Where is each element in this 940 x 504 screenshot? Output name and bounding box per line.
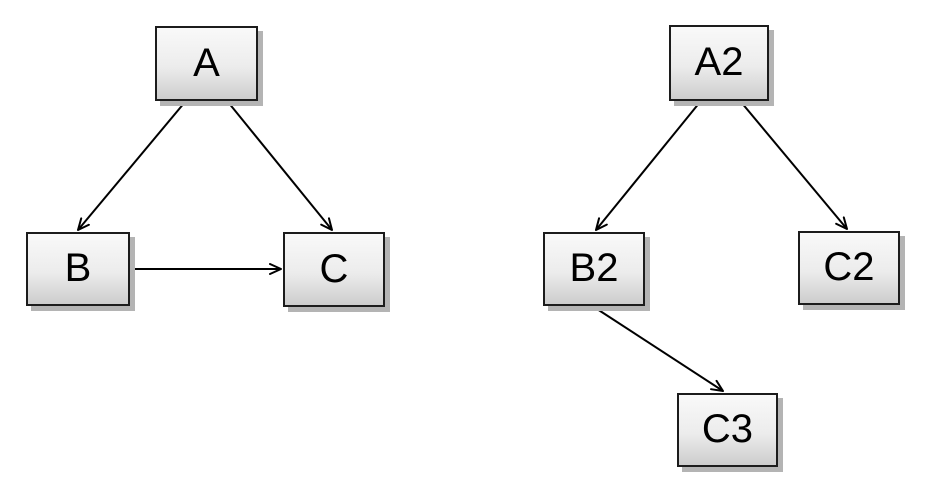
- edges-group: [77, 101, 848, 392]
- node-label: A2: [694, 40, 744, 84]
- node-label: A: [193, 40, 220, 85]
- edge-B2-to-C3[interactable]: [593, 306, 724, 392]
- node-label: C: [319, 246, 349, 291]
- node-A[interactable]: A: [155, 26, 258, 101]
- node-label: C3: [701, 407, 754, 451]
- edge-A-to-C[interactable]: [227, 101, 333, 231]
- node-C[interactable]: C: [283, 232, 385, 307]
- node-label: B: [64, 246, 92, 290]
- node-B2[interactable]: B2: [543, 232, 645, 306]
- node-C3[interactable]: C3: [677, 393, 778, 467]
- edge-A2-to-B2[interactable]: [595, 101, 701, 231]
- node-A2[interactable]: A2: [669, 25, 769, 101]
- edge-A2-to-C2[interactable]: [740, 101, 848, 230]
- edge-A-to-B[interactable]: [77, 101, 186, 231]
- node-label: B2: [569, 246, 619, 290]
- node-label: C2: [823, 245, 875, 289]
- node-B[interactable]: B: [26, 232, 130, 306]
- node-C2[interactable]: C2: [798, 231, 900, 305]
